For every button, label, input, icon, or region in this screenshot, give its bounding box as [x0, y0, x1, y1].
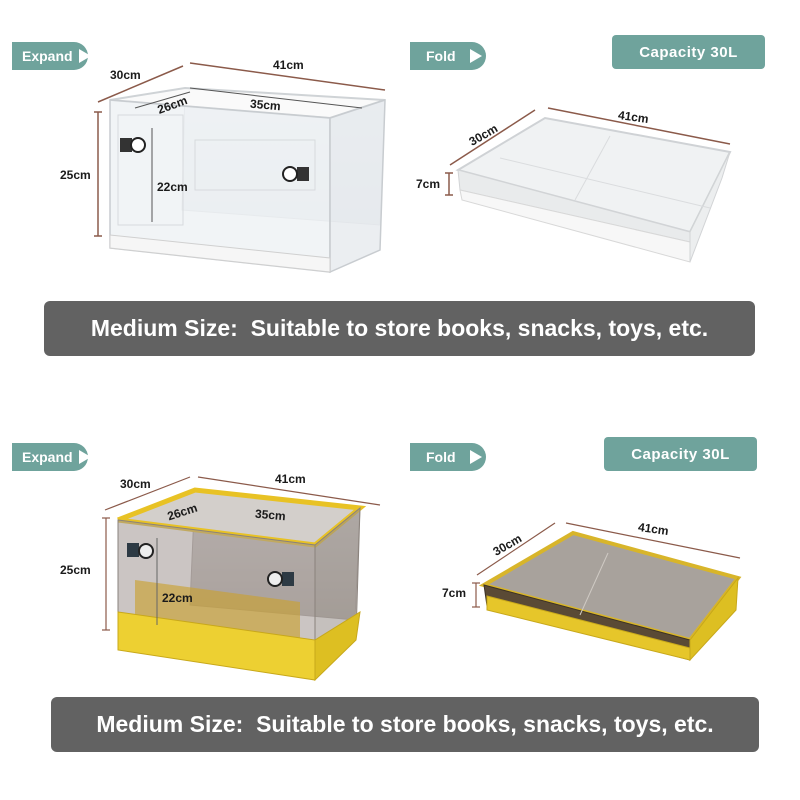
capacity-badge: Capacity 30L — [612, 35, 765, 69]
dim-height: 25cm — [60, 563, 91, 577]
white-box-dimension-lines — [94, 62, 386, 237]
expand-tag: Expand — [12, 42, 91, 70]
expand-tag: Expand — [12, 443, 91, 471]
play-arrow-icon — [78, 450, 91, 464]
dim-inner-width: 35cm — [254, 506, 287, 524]
banner-text: Medium Size: Suitable to store books, sn… — [96, 711, 714, 737]
yellow-folded-dimension-lines — [472, 522, 741, 608]
yellow-box-expanded — [117, 487, 367, 682]
dim-inner-width: 35cm — [249, 96, 282, 114]
fold-dim-height: 7cm — [416, 177, 441, 191]
dim-inner-height: 22cm — [162, 591, 193, 605]
dim-depth: 30cm — [110, 68, 141, 82]
play-arrow-icon — [469, 49, 482, 63]
capacity-badge: Capacity 30L — [604, 437, 757, 471]
fold-label: Fold — [426, 449, 456, 465]
white-folded-dimension-lines — [445, 107, 731, 196]
dim-depth: 30cm — [120, 477, 151, 491]
play-arrow-icon — [469, 450, 482, 464]
fold-dim-height: 7cm — [442, 586, 467, 600]
dim-width: 41cm — [275, 472, 306, 486]
banner-text: Medium Size: Suitable to store books, sn… — [90, 315, 709, 341]
dim-width: 41cm — [273, 58, 304, 72]
fold-label: Fold — [426, 48, 456, 64]
white-box-folded — [455, 116, 732, 263]
play-arrow-icon — [78, 49, 91, 63]
expand-label: Expand — [22, 48, 73, 64]
fold-tag: Fold — [410, 42, 486, 70]
fold-tag: Fold — [410, 443, 486, 471]
white-box-expanded — [109, 86, 386, 274]
capacity-label: Capacity 30L — [639, 43, 738, 61]
dim-inner-height: 22cm — [157, 180, 188, 194]
yellow-box-dimension-lines — [102, 476, 381, 631]
dim-height: 25cm — [60, 168, 91, 182]
yellow-box-folded — [478, 530, 742, 662]
capacity-label: Capacity 30L — [631, 445, 730, 463]
expand-label: Expand — [22, 449, 73, 465]
description-banner: Medium Size: Suitable to store books, sn… — [44, 301, 755, 356]
description-banner: Medium Size: Suitable to store books, sn… — [51, 697, 759, 752]
